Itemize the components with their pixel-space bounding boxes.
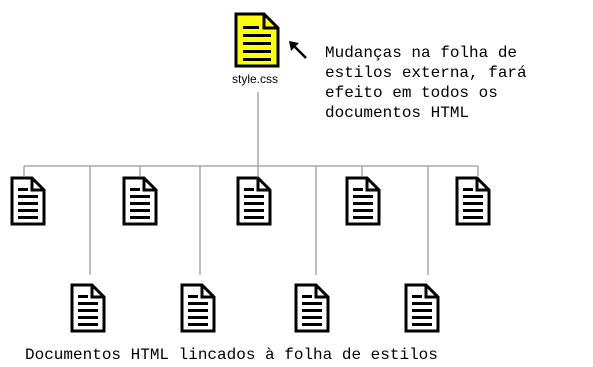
- html-document-icon: [455, 176, 491, 226]
- html-document-icon: [236, 176, 272, 226]
- html-document-icon: [345, 176, 381, 226]
- stylesheet-file-icon: [234, 12, 280, 68]
- html-document-icon: [404, 283, 440, 333]
- annotation-line: efeito em todos os: [325, 84, 498, 102]
- html-document-icon: [70, 283, 106, 333]
- annotation-line: Mudanças na folha de: [325, 44, 518, 62]
- stylesheet-filename: style.css: [232, 72, 279, 86]
- diagram-caption: Documentos HTML lincados à folha de esti…: [25, 346, 438, 364]
- html-document-icon: [122, 176, 158, 226]
- html-document-icon: [294, 283, 330, 333]
- html-document-icon: [10, 176, 46, 226]
- html-document-icon: [180, 283, 216, 333]
- annotation-line: estilos externa, fará: [325, 64, 527, 82]
- annotation-text: Mudanças na folha de estilos externa, fa…: [325, 43, 527, 123]
- annotation-line: documentos HTML: [325, 104, 470, 122]
- arrow-icon: [289, 41, 307, 59]
